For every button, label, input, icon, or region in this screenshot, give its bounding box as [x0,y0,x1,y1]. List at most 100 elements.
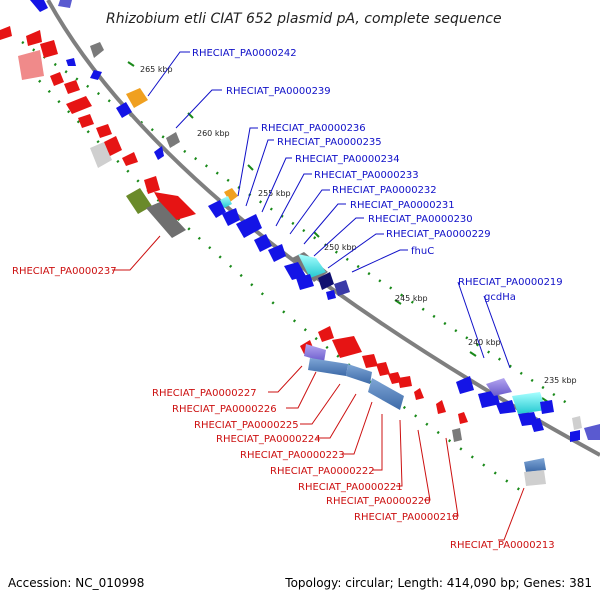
gene-label: RHECIAT_PA0000239 [226,86,331,97]
gene-arrow [66,96,92,114]
gene-arrow [452,428,462,442]
gene-label: RHECIAT_PA0000222 [270,466,375,477]
gene-arrow [304,344,326,362]
gene-arrow [154,192,196,222]
gene-arrow [254,234,272,252]
gene-arrow [58,0,72,8]
summary-text: Topology: circular; Length: 414,090 bp; … [284,576,592,590]
gene-arrow [224,188,238,202]
gene-label: RHECIAT_PA0000242 [192,48,297,59]
map-title: Rhizobium etli CIAT 652 plasmid pA, comp… [106,11,502,27]
gene-arrow [308,358,348,376]
gene-arrow [30,0,48,12]
gene-arrow [220,196,232,208]
gene-arrow [398,376,412,388]
gene-arrow [362,354,378,368]
gene-label: RHECIAT_PA0000218 [354,512,459,523]
gene-arrow [208,200,226,218]
reverse-leader-lines [112,235,525,541]
gene-arrow [572,416,582,430]
gene-arrow [66,58,76,66]
gene-arrow [26,30,42,46]
gene-arrow [116,102,132,118]
gene-label: RHECIAT_PA0000237 [12,266,117,277]
gene-arrow [334,280,350,296]
tick-label: 265 kbp [140,65,173,74]
gene-arrow [154,146,164,160]
accession-text: Accession: NC_010998 [8,576,144,590]
gene-arrow [64,80,80,94]
gene-label: RHECIAT_PA0000219 [458,277,563,288]
gene-label: RHECIAT_PA0000220 [326,496,431,507]
gene-arrow [298,254,326,278]
tick-label: 240 kbp [468,338,501,347]
gene-arrow [90,70,102,80]
gene-arrow [486,378,512,396]
gene-arrow [414,388,424,400]
gene-arrow [222,208,240,226]
gene-label: RHECIAT_PA0000233 [314,170,419,181]
gene-label: RHECIAT_PA0000229 [386,229,491,240]
gene-arrow [496,400,516,414]
gene-arrow [456,376,474,394]
gene-arrow [96,124,112,138]
gene-label: RHECIAT_PA0000213 [450,540,555,551]
gene-arrow [90,142,112,168]
gene-arrow [376,362,390,376]
gene-arrow [524,458,546,472]
gene-arrow [388,372,402,384]
tick-label: 250 kbp [324,243,357,252]
forward-leader-lines [147,51,511,369]
gene-arrow [284,262,306,280]
gene-arrow [332,336,362,358]
gene-arrow [144,176,160,194]
gene-label: RHECIAT_PA0000223 [240,450,345,461]
gene-label: RHECIAT_PA0000230 [368,214,473,225]
gene-label: gcdHa [484,292,516,303]
gene-label: RHECIAT_PA0000225 [194,420,299,431]
gene-arrow [126,188,152,214]
gene-arrow [530,418,544,432]
gene-arrow [436,400,446,414]
gene-label: RHECIAT_PA0000227 [152,388,257,399]
gene-arrow [540,400,554,414]
gene-arrow [268,244,286,262]
tick-label: 260 kbp [197,129,230,138]
gene-arrow [122,152,138,166]
gene-arrow [166,132,180,148]
gene-label: RHECIAT_PA0000236 [261,123,366,134]
gene-arrow [524,470,546,486]
gene-label: RHECIAT_PA0000234 [295,154,400,165]
gene-label: fhuC [411,246,434,257]
gene-arrow [40,40,58,58]
sequence-backbone [46,0,600,457]
gene-label: RHECIAT_PA0000221 [298,482,403,493]
gene-arrow [18,50,44,80]
tick-label: 245 kbp [395,294,428,303]
tick-label: 235 kbp [544,376,577,385]
gene-label: RHECIAT_PA0000235 [277,137,382,148]
gene-label: RHECIAT_PA0000231 [350,200,455,211]
gene-label: RHECIAT_PA0000232 [332,185,437,196]
gene-label: RHECIAT_PA0000224 [216,434,321,445]
gene-arrow [0,26,12,40]
gene-arrow [104,136,122,156]
gene-arrow [50,72,64,86]
gene-arrow [318,326,334,342]
gene-arrow [584,424,600,440]
gene-arrow [326,290,336,300]
gene-arrow [146,202,186,238]
reverse-genes [0,26,546,486]
gene-arrow [236,214,262,238]
gene-arrow [126,88,148,108]
gene-arrow [318,272,334,290]
gene-arrow [368,378,404,410]
gene-arrow [458,412,468,424]
gene-arrow [90,42,104,58]
gene-arrow [570,430,580,442]
forward-genes [30,0,600,442]
tick-label: 255 kbp [258,189,291,198]
gene-arrow [296,274,314,290]
gene-arrow [512,392,546,414]
